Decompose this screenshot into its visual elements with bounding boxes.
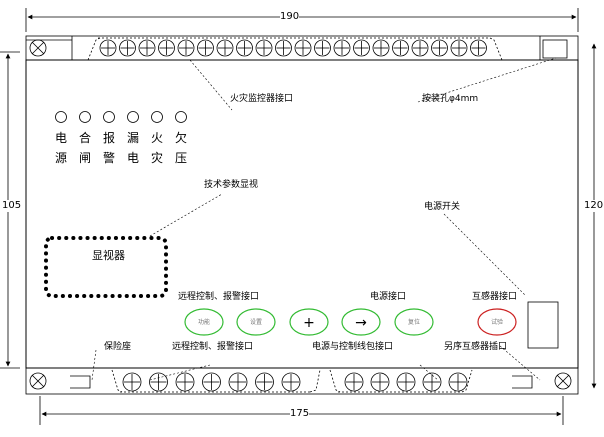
- indicator-char-bottom: 警: [102, 151, 115, 165]
- reset-button[interactable]: 复位: [394, 308, 434, 336]
- function-button[interactable]: 功能: [184, 308, 224, 336]
- test-button[interactable]: 试验: [477, 308, 517, 336]
- indicator-lamp-icon: [175, 111, 187, 123]
- display-label: 显视器: [92, 249, 125, 262]
- terminal-screw-icon: [216, 39, 234, 57]
- mount-hole-label: 按装孔φ4mm: [422, 94, 479, 104]
- plus-button[interactable]: +: [289, 308, 329, 336]
- terminal-screw-icon: [470, 39, 487, 57]
- indicator-lamps: [55, 111, 187, 123]
- indicator-char-top: 漏: [126, 131, 139, 145]
- indicator-char-bottom: 灾: [150, 151, 163, 165]
- settings-button-label: 设置: [250, 318, 262, 326]
- terminal-screw-icon: [392, 39, 409, 57]
- terminal-screw-icon: [119, 39, 136, 57]
- indicator-char-top: 电: [54, 131, 67, 145]
- terminal-screw-icon: [177, 39, 195, 57]
- terminal-screw-icon: [175, 372, 195, 392]
- display-screen: [44, 236, 168, 298]
- terminal-screw-icon: [236, 39, 253, 57]
- settings-button[interactable]: 设置: [236, 308, 276, 336]
- terminal-screw-icon: [314, 39, 331, 57]
- terminal-screw-icon: [228, 372, 248, 392]
- terminal-screw-icon: [149, 372, 168, 392]
- mount-hole-icon: [29, 39, 572, 390]
- plus-button-label: +: [303, 315, 315, 331]
- extra-transformer-label: 另序互感器插口: [444, 342, 508, 352]
- top-terminals: [99, 39, 487, 57]
- terminal-screw-icon: [344, 372, 364, 392]
- reset-button-label: 复位: [408, 318, 420, 326]
- indicator-char-top: 报: [102, 131, 115, 145]
- fuse-label: 保险座: [104, 342, 132, 352]
- terminal-screw-icon: [158, 39, 175, 57]
- terminal-screw-icon: [197, 39, 214, 57]
- power-switch[interactable]: [527, 301, 559, 349]
- indicator-char-bottom: 闸: [78, 151, 91, 165]
- terminal-screw-icon: [333, 39, 351, 57]
- top-terminal-strip: [25, 35, 579, 61]
- terminal-screw-icon: [396, 372, 416, 392]
- indicator-lamp-icon: [127, 111, 139, 123]
- fire-monitor-port-label: 火灾监控器接口: [230, 94, 294, 104]
- function-button-label: 功能: [198, 318, 210, 326]
- terminal-screw-icon: [122, 372, 142, 392]
- left-height-dimension: 105: [2, 200, 22, 212]
- control-buttons: 功能 设置 + → 复位 试验: [184, 308, 517, 336]
- terminal-screw-icon: [431, 39, 448, 57]
- terminal-screw-icon: [275, 39, 292, 57]
- terminal-screw-icon: [372, 39, 390, 57]
- power-port-upper-label: 电源接口: [370, 292, 407, 302]
- indicator-char-bottom: 压: [174, 151, 187, 165]
- terminal-screw-icon: [450, 39, 468, 57]
- power-switch-label: 电源开关: [424, 202, 461, 212]
- leader-lines: [91, 57, 557, 381]
- terminal-screw-icon: [353, 39, 370, 57]
- indicator-lamp-icon: [55, 111, 67, 123]
- terminal-screw-icon: [370, 372, 390, 392]
- dimension-lines: [0, 8, 597, 425]
- indicator-lamp-icon: [79, 111, 91, 123]
- terminal-screw-icon: [255, 39, 273, 57]
- remote-alarm-upper-label: 远程控制、报警接口: [178, 292, 260, 302]
- terminal-screw-icon: [411, 39, 429, 57]
- terminal-screw-icon: [422, 372, 442, 392]
- terminal-screw-icon: [281, 372, 301, 392]
- indicator-char-top: 欠: [174, 131, 187, 145]
- mount-hole-frame: [542, 39, 568, 59]
- indicator-char-top: 火: [150, 131, 163, 145]
- terminal-screw-icon: [255, 372, 274, 392]
- indicator-lamp-icon: [103, 111, 115, 123]
- bottom-width-dimension: 175: [290, 408, 310, 420]
- indicator-char-top: 合: [78, 131, 91, 145]
- indicator-char-bottom: 源: [54, 151, 67, 165]
- arrow-button-label: →: [355, 315, 367, 331]
- transformer-port-upper-label: 互感器接口: [472, 292, 518, 302]
- right-height-dimension: 120: [584, 200, 604, 212]
- tech-display-label: 技术参数显视: [204, 180, 259, 190]
- indicator-lamp-icon: [151, 111, 163, 123]
- indicator-char-bottom: 电: [126, 151, 139, 165]
- terminal-screw-icon: [99, 39, 117, 57]
- terminal-screw-icon: [294, 39, 312, 57]
- arrow-button[interactable]: →: [341, 308, 381, 336]
- test-button-label: 试验: [491, 318, 503, 326]
- top-width-dimension: 190: [280, 11, 300, 23]
- terminal-screw-icon: [138, 39, 156, 57]
- remote-alarm-lower-label: 远程控制、报警接口: [172, 342, 254, 352]
- bottom-terminal-strip: [25, 367, 579, 395]
- power-control-port-label: 电源与控制线包接口: [312, 342, 394, 352]
- terminal-screw-icon: [202, 372, 221, 392]
- bottom-terminals: [122, 372, 468, 392]
- terminal-screw-icon: [448, 372, 468, 392]
